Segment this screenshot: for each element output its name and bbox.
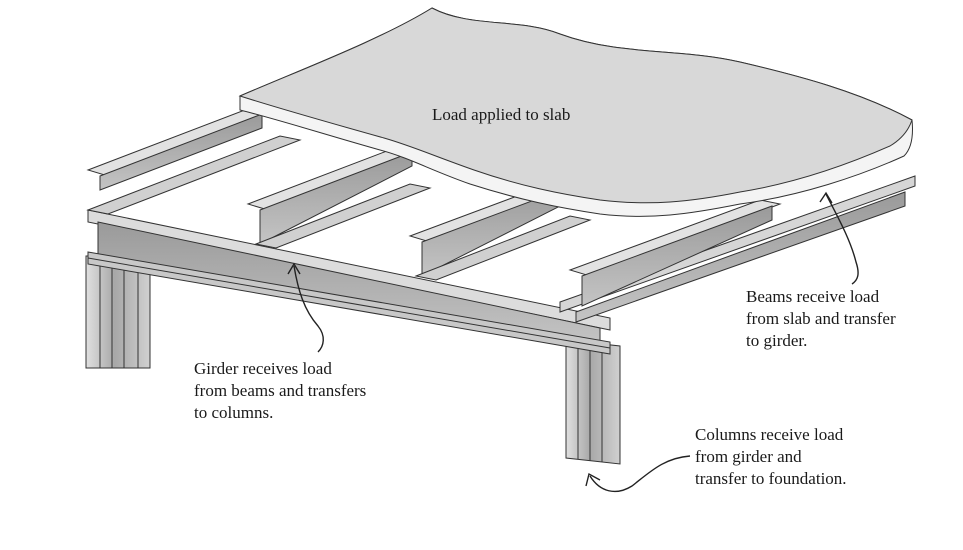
girder-label-line-3: to columns.	[194, 403, 274, 422]
beam-4	[568, 199, 782, 307]
beam-2	[246, 145, 432, 249]
columns-label: Columns receive load from girder and tra…	[695, 424, 847, 490]
slab	[238, 7, 913, 217]
girder-label-line-1: Girder receives load	[194, 359, 332, 378]
beams-label: Beams receive load from slab and transfe…	[746, 286, 896, 352]
slab-label: Load applied to slab	[432, 105, 571, 124]
beams-label-line-1: Beams receive load	[746, 287, 880, 306]
beams-label-line-3: to girder.	[746, 331, 808, 350]
left-column	[85, 255, 151, 369]
column-arrow	[585, 455, 691, 493]
edge-beam-right	[559, 175, 916, 323]
columns-label-line-2: from girder and	[695, 447, 802, 466]
beam-arrow	[819, 191, 859, 285]
girder-label-line-2: from beams and transfers	[194, 381, 367, 400]
girder	[87, 209, 611, 355]
columns-label-line-3: transfer to foundation.	[695, 469, 847, 488]
beams-label-line-2: from slab and transfer	[746, 309, 896, 328]
columns-label-line-1: Columns receive load	[695, 425, 844, 444]
girder-arrow	[287, 262, 324, 353]
girder-label: Girder receives load from beams and tran…	[194, 358, 366, 424]
beam-1	[86, 107, 302, 215]
right-column	[565, 339, 621, 465]
